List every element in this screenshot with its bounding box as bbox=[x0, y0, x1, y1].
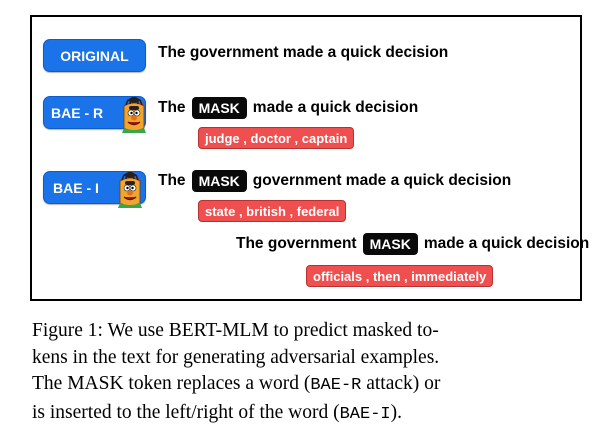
bae-i-2-after: made a quick decision bbox=[423, 235, 590, 252]
caption-line-3-b: attack) or bbox=[361, 373, 441, 394]
original-sentence: The government made a quick decision bbox=[158, 44, 448, 62]
figure-panel: ORIGINAL The government made a quick dec… bbox=[30, 15, 589, 301]
bae-r-after: made a quick decision bbox=[252, 99, 419, 116]
original-sentence-text: The government made a quick decision bbox=[158, 44, 449, 61]
bae-i-sentence-1: The MASK government made a quick decisio… bbox=[158, 170, 511, 192]
caption-line-4-b: ). bbox=[390, 401, 402, 423]
mask-token: MASK bbox=[191, 170, 247, 192]
mask-token: MASK bbox=[191, 97, 247, 119]
bert-muppet-icon bbox=[122, 97, 146, 133]
mask-token: MASK bbox=[362, 233, 418, 255]
caption-code-bae-r: BAE-R bbox=[310, 376, 362, 395]
bae-i-tag: BAE - I bbox=[43, 171, 146, 208]
original-tag: ORIGINAL bbox=[43, 39, 146, 72]
caption-line-1: Figure 1: We use BERT-MLM to predict mas… bbox=[32, 320, 439, 341]
bae-i-sentence-2: The government MASK made a quick decisio… bbox=[236, 233, 589, 255]
bae-i-tag-label: BAE - I bbox=[53, 179, 99, 196]
bae-i-1-after: government made a quick decision bbox=[252, 172, 512, 189]
caption-line-2: kens in the text for generating adversar… bbox=[32, 346, 440, 368]
caption-line-3-a: The MASK token replaces a word ( bbox=[32, 373, 311, 394]
bae-i-1-before: The bbox=[158, 172, 186, 189]
bae-r-candidates: judge , doctor , captain bbox=[198, 127, 355, 149]
caption-code-bae-i: BAE-I bbox=[339, 404, 391, 424]
caption-line-4-a: is inserted to the left/right of the wor… bbox=[32, 401, 340, 423]
caption-line-4: is inserted to the left/right of the wor… bbox=[32, 400, 582, 429]
bae-i-2-candidates: officials , then , immediately bbox=[306, 265, 494, 287]
bae-r-tag-label: BAE - R bbox=[51, 104, 104, 121]
bae-i-2-before: The government bbox=[236, 235, 357, 252]
caption-line-3: The MASK token replaces a word (BAE-R at… bbox=[32, 371, 582, 400]
bae-r-sentence: The MASK made a quick decision bbox=[158, 97, 418, 119]
figure-caption: Figure 1: We use BERT-MLM to predict mas… bbox=[32, 318, 582, 428]
bae-r-before: The bbox=[158, 99, 186, 116]
bae-i-1-candidates: state , british , federal bbox=[198, 200, 347, 222]
bert-muppet-icon bbox=[118, 172, 142, 208]
original-tag-label: ORIGINAL bbox=[60, 47, 129, 64]
bae-r-tag: BAE - R bbox=[43, 96, 146, 133]
